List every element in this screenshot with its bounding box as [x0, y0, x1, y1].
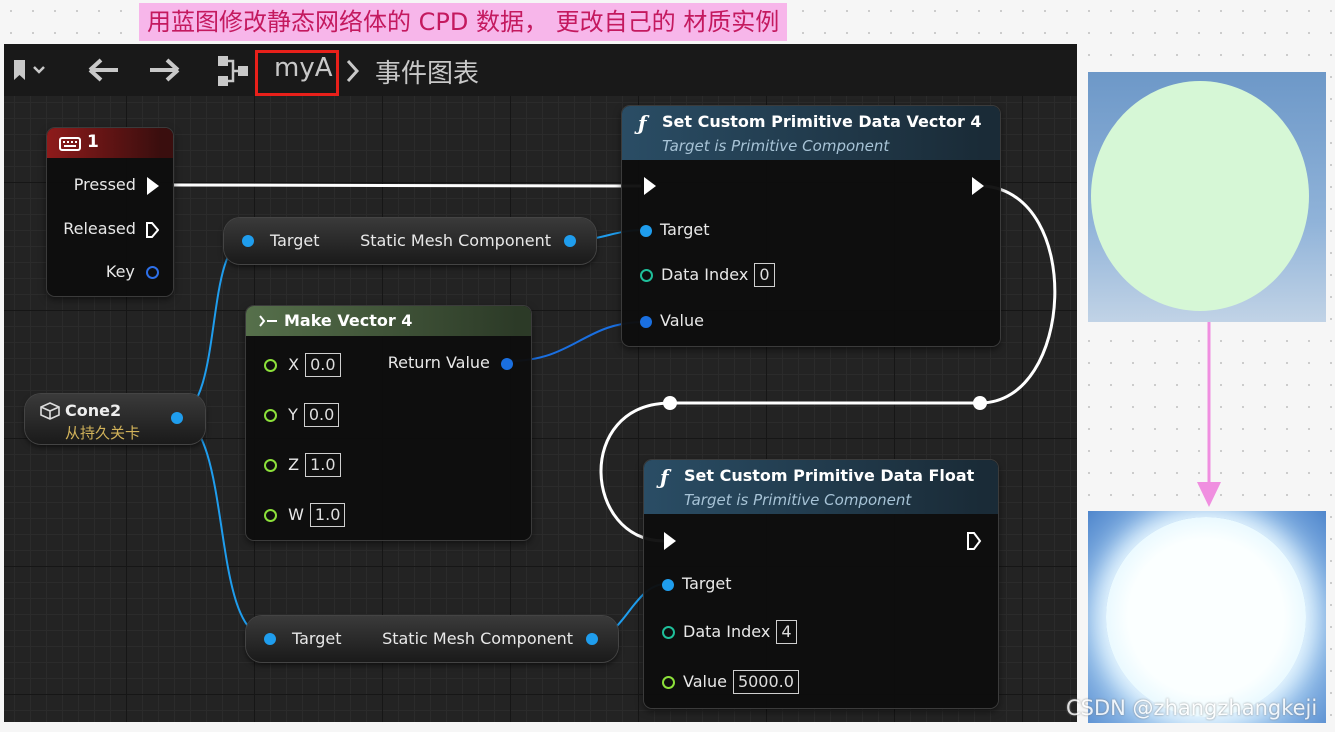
set-cpd-vector4-title: Set Custom Primitive Data Vector 4 [662, 112, 982, 131]
set-cpd-float-node[interactable]: ƒ Set Custom Primitive Data Float Target… [644, 460, 998, 708]
exec-in-pin[interactable] [644, 177, 656, 195]
exec-out-pin[interactable] [972, 177, 984, 195]
key-event-header: 1 [47, 128, 173, 158]
key-event-node[interactable]: 1 Pressed Released Key [47, 128, 173, 296]
object-wire-cone-top [178, 239, 248, 417]
set-cpd-float-title: Set Custom Primitive Data Float [684, 466, 975, 485]
target-label: Target [292, 629, 342, 648]
function-icon: ƒ [660, 465, 669, 489]
set-cpd-vector4-header: ƒ Set Custom Primitive Data Vector 4 Tar… [622, 106, 1000, 160]
output-pin-dot[interactable] [586, 633, 598, 645]
output-pin-dot[interactable] [564, 235, 576, 247]
target-pin[interactable]: Target [640, 220, 710, 239]
breadcrumb-separator-icon [345, 58, 361, 88]
mesh-getter-bottom[interactable]: Target Static Mesh Component [246, 616, 618, 662]
target-label: Target [270, 231, 320, 250]
output-label: Static Mesh Component [382, 629, 573, 648]
bookmark-icon[interactable] [12, 58, 46, 86]
cone2-label: Cone2 [65, 401, 122, 420]
graph-type-icon [216, 54, 252, 92]
exec-wire-pressed [171, 183, 642, 188]
target-pin-dot[interactable] [264, 633, 276, 645]
keyboard-icon [59, 136, 81, 155]
highlight-box [255, 50, 339, 96]
make-vector4-title: Make Vector 4 [284, 311, 413, 330]
sphere-glow [1106, 517, 1306, 717]
down-arrow [1194, 322, 1224, 516]
make-struct-icon [258, 313, 278, 333]
graph-toolbar: myA 事件图表 [4, 44, 1077, 96]
return-value-pin[interactable]: Return Value [388, 353, 513, 372]
set-cpd-float-subtitle: Target is Primitive Component [684, 491, 912, 509]
cone2-output-pin[interactable] [171, 412, 183, 424]
target-pin[interactable]: Target [662, 574, 732, 593]
forward-arrow-icon[interactable] [147, 57, 181, 87]
exec-in-pin[interactable] [664, 532, 676, 550]
annotation-banner: 用蓝图修改静态网络体的 CPD 数据， 更改自己的 材质实例 [139, 3, 788, 41]
blueprint-graph[interactable]: myA 事件图表 1 Pressed Released [4, 44, 1077, 722]
output-label: Static Mesh Component [360, 231, 551, 250]
mesh-getter-top[interactable]: Target Static Mesh Component [224, 218, 596, 264]
breadcrumb-blueprint[interactable]: myA [274, 53, 333, 83]
value-pin[interactable]: Value [640, 311, 704, 330]
set-cpd-vector4-node[interactable]: ƒ Set Custom Primitive Data Vector 4 Tar… [622, 106, 1000, 346]
back-arrow-icon[interactable] [87, 57, 121, 87]
key-pin[interactable]: Key [106, 262, 159, 281]
cone2-reference-node[interactable]: Cone2 从持久关卡 [25, 394, 205, 444]
key-event-title: 1 [87, 132, 99, 152]
sphere-green [1091, 81, 1309, 311]
function-icon: ƒ [638, 111, 647, 135]
target-pin-dot[interactable] [242, 235, 254, 247]
cone2-level-label: 从持久关卡 [65, 424, 141, 442]
set-cpd-float-header: ƒ Set Custom Primitive Data Float Target… [644, 460, 998, 514]
exec-out-pin[interactable] [966, 531, 982, 555]
pressed-pin[interactable]: Pressed [74, 175, 159, 195]
set-cpd-vector4-subtitle: Target is Primitive Component [662, 137, 890, 155]
breadcrumb-graph[interactable]: 事件图表 [375, 59, 480, 89]
released-pin[interactable]: Released [63, 219, 160, 239]
preview-before [1088, 72, 1326, 322]
make-vector4-header: Make Vector 4 [246, 306, 531, 336]
mesh-actor-icon [39, 402, 61, 424]
preview-after [1088, 511, 1326, 723]
watermark: CSDN @zhangzhangkeji [1066, 696, 1318, 720]
